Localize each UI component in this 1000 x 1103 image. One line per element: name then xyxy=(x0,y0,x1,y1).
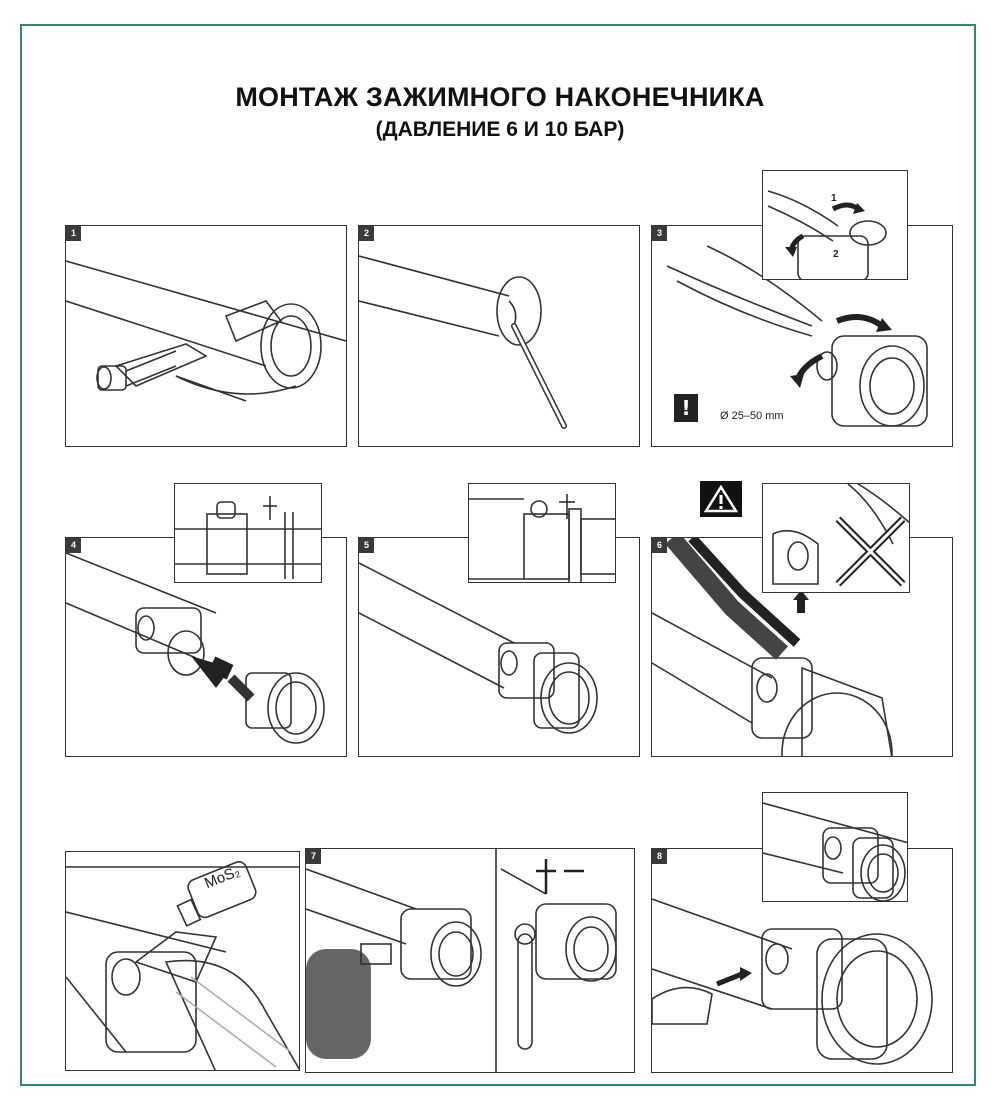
step-4-number: 4 xyxy=(66,538,81,553)
step-6-inset xyxy=(762,483,910,593)
inset-label-1: 1 xyxy=(831,193,837,204)
step-2-panel: 2 xyxy=(358,225,640,447)
step-8-inset xyxy=(762,792,908,902)
cross-icon xyxy=(835,516,906,587)
assembled-detail-illustration xyxy=(469,494,615,582)
step-4-inset xyxy=(174,483,322,583)
deburring-illustration xyxy=(359,255,567,429)
fitting-detail-illustration xyxy=(175,496,321,579)
exclamation-icon: ! xyxy=(674,394,698,422)
pliers-illustration xyxy=(666,245,928,427)
warning-triangle-icon xyxy=(700,481,742,517)
step-2-number: 2 xyxy=(359,226,374,241)
pliers-detail-illustration xyxy=(767,190,887,279)
diameter-note: Ø 25–50 mm xyxy=(720,410,784,422)
final-check-illustration xyxy=(652,898,933,1065)
step-8-number: 8 xyxy=(652,849,667,864)
wrong-tool-illustration xyxy=(652,538,893,756)
page-title: МОНТАЖ ЗАЖИМНОГО НАКОНЕЧНИКА xyxy=(235,82,765,112)
step-5-inset xyxy=(468,483,616,583)
step-6-number: 6 xyxy=(652,538,667,553)
step-1-panel: 1 xyxy=(65,225,347,447)
pipe-cutter-illustration xyxy=(66,260,346,402)
step-5-number: 5 xyxy=(359,538,374,553)
outer-frame xyxy=(20,24,976,1086)
tightening-illustration xyxy=(306,849,617,1072)
step-7-panel: 7 xyxy=(305,848,635,1073)
step-3-panel: 3 ! Ø 25–50 mm xyxy=(651,225,953,447)
step-7-lube-panel: MoS₂ xyxy=(65,851,300,1071)
inset-label-2: 2 xyxy=(833,249,839,260)
page-subtitle: (ДАВЛЕНИЕ 6 И 10 БАР) xyxy=(375,118,625,141)
step-3-inset: 1 2 xyxy=(762,170,908,280)
final-detail-illustration xyxy=(763,802,907,901)
assembled-fitting-illustration xyxy=(359,562,598,734)
lubrication-illustration xyxy=(66,861,299,1070)
insert-fitting-illustration xyxy=(66,552,325,744)
step-3-number: 3 xyxy=(652,226,667,241)
step-1-number: 1 xyxy=(66,226,81,241)
step-7-number: 7 xyxy=(306,849,321,864)
